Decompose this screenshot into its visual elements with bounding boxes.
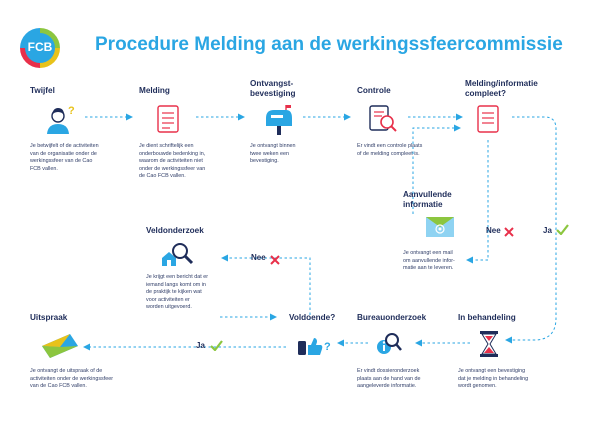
phone-thumbs-up-icon: ? bbox=[296, 335, 336, 357]
step-ontvangst-desc: Je ontvangt binnen twee weken een bevest… bbox=[250, 143, 296, 166]
desc-line: de Cao FCB vallen. bbox=[139, 173, 186, 180]
desc-line: Er vindt een controle plaats bbox=[357, 143, 423, 149]
desc-line: bevestiging. bbox=[250, 158, 279, 165]
desc-line: worden uitgevoerd. bbox=[146, 304, 192, 311]
document-icon bbox=[475, 104, 501, 134]
step-aanvullend-title: Aanvullende informatie bbox=[403, 190, 452, 210]
info-magnifier-icon bbox=[374, 330, 402, 358]
check-icon bbox=[556, 222, 569, 240]
cross-icon bbox=[504, 224, 514, 242]
title-line: Aanvullende bbox=[403, 190, 452, 199]
desc-line: waarom de activiteiten niet bbox=[139, 158, 203, 165]
step-veldonderzoek-desc: Je krijgt een bericht dat er iemand lang… bbox=[146, 274, 208, 312]
desc-line: dat je melding in behandeling bbox=[458, 375, 529, 382]
arrow-compleet-nee bbox=[466, 140, 489, 264]
step-bureau-desc: Er vindt dossieronderzoek plaats aan de … bbox=[357, 368, 421, 391]
verdict-envelope-icon bbox=[40, 332, 80, 360]
desc-line: voor activiteiten er bbox=[146, 296, 190, 303]
cross-icon bbox=[270, 252, 280, 270]
desc-line: plaats aan de hand van de bbox=[357, 375, 421, 382]
step-melding-title: Melding bbox=[139, 86, 170, 95]
desc-line: Er vindt dossieronderzoek bbox=[357, 368, 420, 374]
step-controle-desc: Er vindt een controle plaats of de meldi… bbox=[357, 143, 422, 158]
desc-line: Je ontvangt binnen bbox=[250, 143, 296, 149]
desc-line: FCB vallen. bbox=[30, 165, 58, 172]
answer-nee-compleet: Nee bbox=[486, 226, 501, 235]
desc-line: van de Cao FCB vallen. bbox=[30, 383, 87, 390]
desc-line: Je ontvangt een bevestiging bbox=[458, 368, 526, 374]
answer-ja-voldoende: Ja bbox=[196, 341, 205, 350]
answer-ja-compleet: Ja bbox=[543, 226, 552, 235]
svg-text:?: ? bbox=[324, 341, 331, 353]
step-bureau-title: Bureauonderzoek bbox=[357, 313, 427, 322]
step-voldoende-title: Voldoende? bbox=[289, 313, 336, 322]
desc-line: matie aan te leveren. bbox=[403, 265, 454, 272]
desc-line: wordt genomen. bbox=[458, 383, 497, 390]
desc-line: onder de werkingssfeer van bbox=[139, 165, 206, 172]
step-behandeling-title: In behandeling bbox=[458, 313, 516, 322]
desc-line: Je betwijfelt of de activiteiten bbox=[30, 143, 99, 149]
desc-line: activiteiten onder de werkingssfeer bbox=[30, 375, 113, 382]
desc-line: Je dient schriftelijk een bbox=[139, 143, 194, 149]
document-icon bbox=[155, 104, 181, 134]
svg-text:?: ? bbox=[68, 105, 75, 117]
mailbox-icon bbox=[262, 104, 294, 136]
hourglass-icon bbox=[478, 330, 500, 358]
desc-line: Je ontvangt een mail bbox=[403, 250, 453, 256]
step-uitspraak-title: Uitspraak bbox=[30, 313, 68, 322]
step-aanvullend-desc: Je ontvangt een mail om aanvullende info… bbox=[403, 250, 455, 273]
desc-line: Je ontvangt de uitspraak of de bbox=[30, 368, 103, 374]
title-line: Ontvangst- bbox=[250, 79, 294, 88]
title-line: informatie bbox=[403, 200, 443, 209]
desc-line: van de organisatie onder de bbox=[30, 150, 97, 157]
document-magnifier-icon bbox=[368, 104, 398, 134]
step-controle-title: Controle bbox=[357, 86, 391, 95]
house-magnifier-icon bbox=[160, 240, 196, 268]
desc-line: aangeleverde informatie. bbox=[357, 383, 417, 390]
desc-line: twee weken een bbox=[250, 150, 289, 157]
title-line: compleet? bbox=[465, 89, 506, 98]
step-veldonderzoek-title: Veldonderzoek bbox=[146, 226, 204, 235]
arrow-compleet-ja bbox=[505, 116, 557, 344]
check-icon bbox=[210, 338, 223, 356]
step-uitspraak-desc: Je ontvangt de uitspraak of de activitei… bbox=[30, 368, 113, 391]
step-behandeling-desc: Je ontvangt een bevestiging dat je meldi… bbox=[458, 368, 528, 391]
fcb-logo: FCB bbox=[18, 26, 62, 70]
title-line: bevestiging bbox=[250, 89, 296, 98]
arrow-aanvullende-compleet bbox=[412, 124, 461, 214]
desc-line: werkingssfeer van de Cao bbox=[30, 158, 93, 165]
desc-line: of de melding compleet is. bbox=[357, 150, 420, 157]
page-title: Procedure Melding aan de werkingssfeerco… bbox=[95, 34, 563, 55]
desc-line: iemand langs komt om in bbox=[146, 281, 206, 288]
step-compleet-title: Melding/informatie compleet? bbox=[465, 79, 538, 99]
step-ontvangst-title: Ontvangst- bevestiging bbox=[250, 79, 296, 99]
step-melding-desc: Je dient schriftelijk een onderbouwde be… bbox=[139, 143, 205, 181]
step-twijfel-desc: Je betwijfelt of de activiteiten van de … bbox=[30, 143, 99, 173]
arrow-voldoende-nee bbox=[221, 254, 311, 320]
logo-text: FCB bbox=[27, 40, 53, 54]
answer-nee-voldoende: Nee bbox=[251, 253, 266, 262]
desc-line: onderbouwde bedenking in, bbox=[139, 150, 206, 157]
desc-line: de praktijk te kijken wat bbox=[146, 289, 202, 296]
title-line: Melding/informatie bbox=[465, 79, 538, 88]
person-question-icon: ? bbox=[44, 104, 80, 136]
desc-line: Je krijgt een bericht dat er bbox=[146, 274, 209, 280]
desc-line: om aanvullende infor- bbox=[403, 257, 455, 264]
step-twijfel-title: Twijfel bbox=[30, 86, 55, 95]
email-envelope-icon bbox=[422, 213, 458, 241]
